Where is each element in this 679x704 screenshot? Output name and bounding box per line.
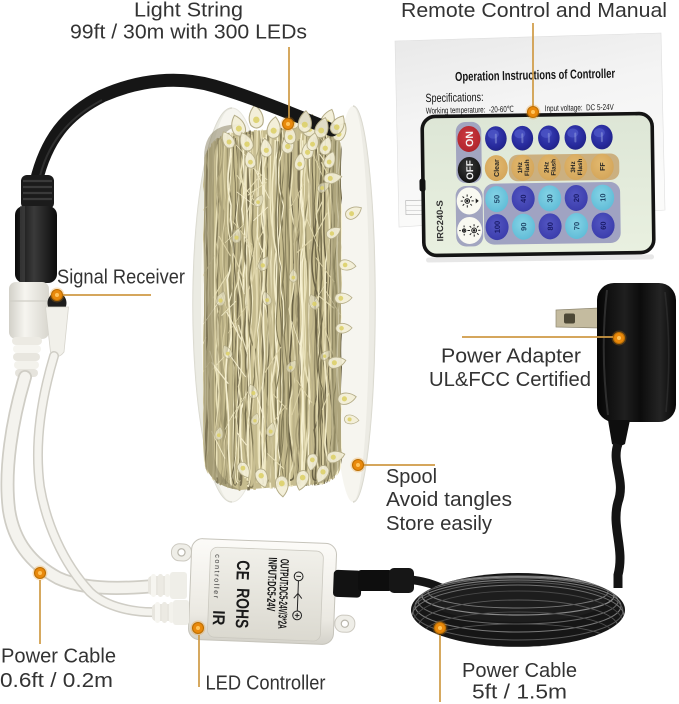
svg-text:0.6ft / 0.2m: 0.6ft / 0.2m (0, 670, 113, 692)
svg-text:FF: FF (600, 162, 607, 171)
svg-text:Specifications:: Specifications: (425, 90, 483, 105)
svg-text:20: 20 (572, 194, 581, 202)
svg-text:controller: controller (212, 554, 223, 600)
svg-text:INPUT:DC5-24V: INPUT:DC5-24V (264, 557, 280, 611)
svg-text:OFF: OFF (465, 160, 476, 180)
svg-text:Power Cable: Power Cable (1, 645, 116, 667)
svg-text:Flash: Flash (550, 159, 557, 176)
svg-text:Flash: Flash (577, 158, 584, 175)
svg-text:Operation Instructions of Cont: Operation Instructions of Controller (455, 66, 615, 84)
svg-text:5ft / 1.5m: 5ft / 1.5m (472, 681, 567, 703)
svg-text:60: 60 (599, 221, 608, 229)
svg-text:2Hz: 2Hz (543, 162, 550, 173)
svg-text:40: 40 (519, 194, 528, 202)
svg-text:Signal Receiver: Signal Receiver (57, 267, 185, 289)
svg-text:30: 30 (545, 194, 554, 202)
svg-text:Clear: Clear (494, 159, 501, 177)
svg-text:1Hz: 1Hz (517, 162, 524, 173)
svg-text:IRC240-S: IRC240-S (435, 200, 446, 241)
svg-text:Power Cable: Power Cable (462, 660, 577, 682)
svg-text:10: 10 (598, 193, 607, 201)
svg-text:ROHS: ROHS (232, 588, 254, 629)
svg-text:70: 70 (572, 222, 581, 230)
svg-text:Spool: Spool (386, 466, 437, 488)
svg-text:ON: ON (464, 131, 476, 147)
svg-text:50: 50 (492, 195, 501, 203)
svg-text:Input voltage: DC 5-24V: Input voltage: DC 5-24V (545, 102, 614, 113)
svg-text:CE: CE (232, 560, 253, 581)
svg-text:3Hz: 3Hz (570, 161, 577, 172)
svg-text:80: 80 (546, 222, 555, 230)
svg-text:90: 90 (519, 222, 528, 230)
svg-text:Avoid tangles: Avoid tangles (386, 489, 512, 511)
svg-text:Store easily: Store easily (386, 513, 492, 535)
svg-text:LED Controller: LED Controller (206, 672, 326, 694)
svg-text:UL&FCC Certified: UL&FCC Certified (429, 369, 591, 391)
svg-text:Flash: Flash (524, 159, 531, 176)
svg-text:OUTPUT:DC5-24V/3*2A: OUTPUT:DC5-24V/3*2A (275, 559, 292, 630)
svg-text:100: 100 (493, 221, 502, 234)
svg-text:Remote Control and Manual: Remote Control and Manual (401, 0, 667, 22)
svg-text:IR: IR (209, 610, 229, 626)
svg-text:99ft / 30m with 300 LEDs: 99ft / 30m with 300 LEDs (70, 22, 307, 44)
svg-text:Working temperature: -20-60℃: Working temperature: -20-60℃ (426, 104, 515, 116)
svg-text:Power Adapter: Power Adapter (441, 345, 581, 367)
svg-text:Light String: Light String (134, 0, 243, 21)
